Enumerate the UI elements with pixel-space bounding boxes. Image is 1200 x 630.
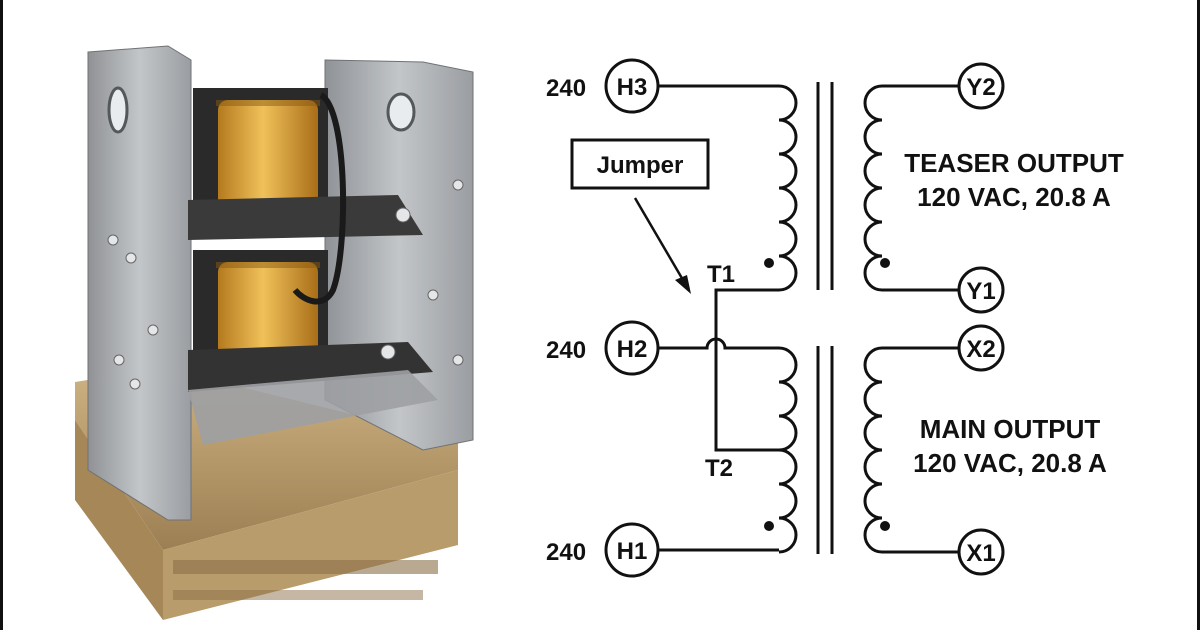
svg-text:Y1: Y1 bbox=[966, 278, 995, 305]
primary-coil-upper bbox=[778, 84, 798, 292]
terminal-H3: 240 H3 bbox=[546, 58, 660, 114]
core-upper bbox=[816, 82, 834, 290]
transformer-photo bbox=[75, 45, 474, 620]
terminal-X1: X1 bbox=[957, 528, 1005, 576]
svg-text:240: 240 bbox=[546, 539, 586, 566]
svg-text:240: 240 bbox=[546, 337, 586, 364]
polarity-dot bbox=[880, 258, 890, 268]
main-caption: MAIN OUTPUT 120 VAC, 20.8 A bbox=[913, 414, 1107, 478]
svg-text:H1: H1 bbox=[617, 538, 648, 565]
svg-text:Y2: Y2 bbox=[966, 74, 995, 101]
terminal-Y2: Y2 bbox=[957, 62, 1005, 110]
tap-label-t2: T2 bbox=[705, 455, 733, 482]
svg-text:H2: H2 bbox=[617, 336, 648, 363]
arrow-head-icon bbox=[675, 275, 691, 294]
teaser-caption: TEASER OUTPUT 120 VAC, 20.8 A bbox=[904, 148, 1124, 212]
terminal-H1: 240 H1 bbox=[546, 522, 660, 578]
svg-text:H3: H3 bbox=[617, 74, 648, 101]
svg-text:TEASER OUTPUT: TEASER OUTPUT bbox=[904, 148, 1124, 178]
schematic: 240 H3 240 H2 240 H1 Y2 Y1 X2 X1 bbox=[546, 58, 1124, 578]
illustration: 240 H3 240 H2 240 H1 Y2 Y1 X2 X1 bbox=[75, 45, 1124, 620]
polarity-dot bbox=[880, 521, 890, 531]
svg-text:X2: X2 bbox=[966, 336, 995, 363]
terminal-Y1: Y1 bbox=[957, 266, 1005, 314]
tap-label-t1: T1 bbox=[707, 261, 735, 288]
left-panel bbox=[87, 45, 192, 521]
svg-text:Jumper: Jumper bbox=[597, 152, 684, 179]
svg-text:MAIN OUTPUT: MAIN OUTPUT bbox=[920, 414, 1101, 444]
secondary-coil-teaser bbox=[863, 84, 961, 292]
primary-coil-lower bbox=[778, 346, 798, 554]
polarity-dot bbox=[764, 521, 774, 531]
svg-text:120 VAC, 20.8 A: 120 VAC, 20.8 A bbox=[917, 182, 1111, 212]
polarity-dot bbox=[764, 258, 774, 268]
svg-text:240: 240 bbox=[546, 75, 586, 102]
core-lower bbox=[816, 346, 834, 554]
jumper-callout: Jumper bbox=[570, 138, 710, 294]
jumper-wire bbox=[714, 288, 779, 452]
terminal-H2: 240 H2 bbox=[546, 320, 660, 376]
upper-coil bbox=[193, 88, 328, 215]
secondary-coil-main bbox=[863, 346, 961, 554]
svg-text:120 VAC, 20.8 A: 120 VAC, 20.8 A bbox=[913, 448, 1107, 478]
terminal-X2: X2 bbox=[957, 324, 1005, 372]
svg-text:X1: X1 bbox=[966, 540, 995, 567]
